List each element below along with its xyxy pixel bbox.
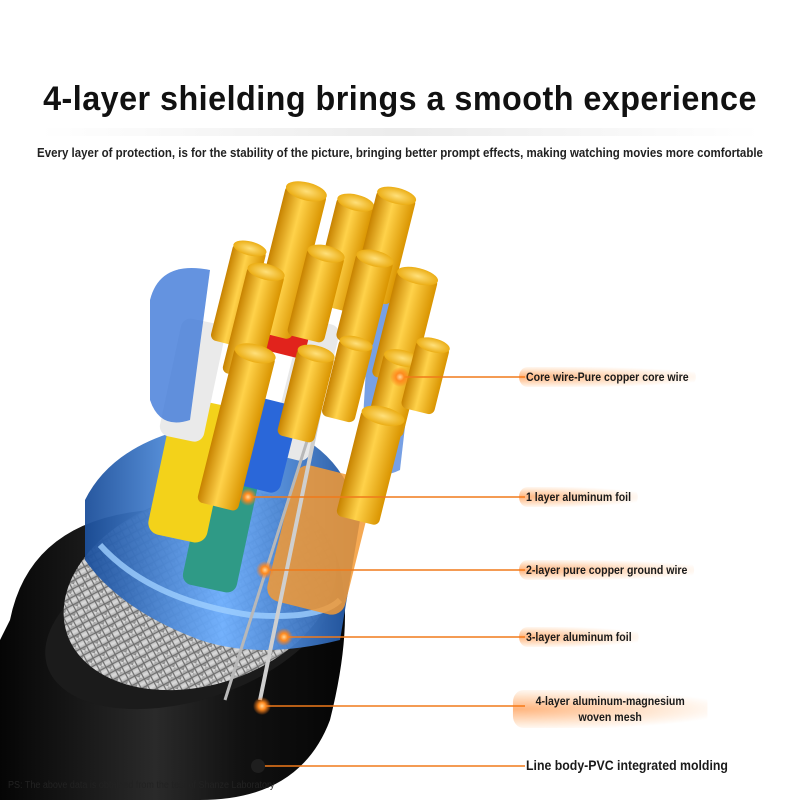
callout-markers bbox=[239, 367, 410, 773]
callout-layer4-mesh: 4-layer aluminum-magnesium woven mesh bbox=[512, 690, 708, 728]
title-reflection bbox=[40, 128, 760, 136]
page-title: 4-layer shielding brings a smooth experi… bbox=[43, 80, 757, 118]
callout-layer2-ground-wire: 2-layer pure copper ground wire bbox=[518, 560, 695, 580]
callout-layer3-foil: 3-layer aluminum foil bbox=[518, 627, 639, 647]
callout-lines bbox=[248, 376, 525, 767]
callout-layer1-foil: 1 layer aluminum foil bbox=[518, 487, 639, 507]
gold-core-conductors bbox=[197, 181, 450, 525]
callout-core-wire: Core wire-Pure copper core wire bbox=[518, 367, 696, 387]
footer-note: PS: The above data is obtained from the … bbox=[8, 780, 275, 791]
callout-pvc-body: Line body-PVC integrated molding bbox=[526, 757, 728, 773]
page-subtitle: Every layer of protection, is for the st… bbox=[37, 146, 763, 160]
